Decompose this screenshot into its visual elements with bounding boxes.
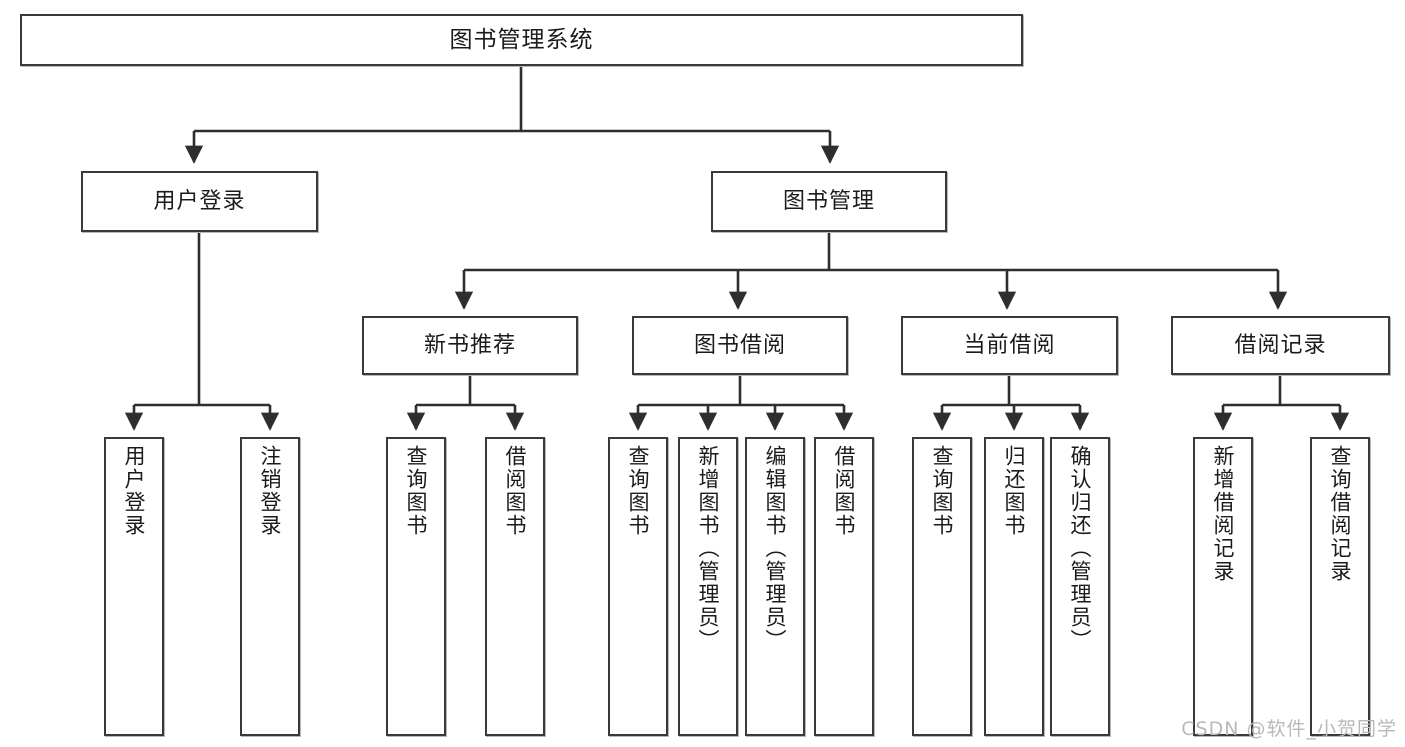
node-leaf-return-book[interactable]: 归还图书 <box>984 437 1044 736</box>
node-book-manage-label: 图书管理 <box>782 188 875 214</box>
node-book-manage[interactable]: 图书管理 <box>711 171 947 232</box>
node-leaf-query-book-1-label: 查询图书 <box>404 445 429 537</box>
node-leaf-edit-book-label: 编辑图书（管理员） <box>763 445 788 652</box>
node-leaf-borrow-book-2[interactable]: 借阅图书 <box>814 437 874 736</box>
node-leaf-query-record-label: 查询借阅记录 <box>1328 445 1353 583</box>
node-leaf-query-record[interactable]: 查询借阅记录 <box>1310 437 1370 736</box>
node-leaf-borrow-book-1[interactable]: 借阅图书 <box>485 437 545 736</box>
node-new-book-rec[interactable]: 新书推荐 <box>362 316 578 375</box>
node-leaf-add-book[interactable]: 新增图书（管理员） <box>678 437 738 736</box>
node-leaf-query-book-2-label: 查询图书 <box>626 445 651 537</box>
node-leaf-query-book-2[interactable]: 查询图书 <box>608 437 668 736</box>
node-leaf-query-book-1[interactable]: 查询图书 <box>386 437 446 736</box>
node-leaf-borrow-book-1-label: 借阅图书 <box>503 445 528 537</box>
node-leaf-user-login[interactable]: 用户登录 <box>104 437 164 736</box>
node-leaf-add-record[interactable]: 新增借阅记录 <box>1193 437 1253 736</box>
node-leaf-return-book-label: 归还图书 <box>1002 445 1027 537</box>
node-book-borrow[interactable]: 图书借阅 <box>632 316 848 375</box>
node-leaf-add-book-label: 新增图书（管理员） <box>696 445 721 652</box>
node-leaf-confirm-return-label: 确认归还（管理员） <box>1068 445 1093 652</box>
node-borrow-record[interactable]: 借阅记录 <box>1171 316 1390 375</box>
node-book-borrow-label: 图书借阅 <box>693 332 786 358</box>
node-borrow-record-label: 借阅记录 <box>1234 332 1327 358</box>
node-leaf-borrow-book-2-label: 借阅图书 <box>832 445 857 537</box>
node-leaf-user-login-label: 用户登录 <box>122 445 147 537</box>
node-current-borrow-label: 当前借阅 <box>963 332 1056 358</box>
node-leaf-confirm-return[interactable]: 确认归还（管理员） <box>1050 437 1110 736</box>
node-leaf-query-book-3[interactable]: 查询图书 <box>912 437 972 736</box>
node-leaf-edit-book[interactable]: 编辑图书（管理员） <box>745 437 805 736</box>
node-leaf-user-logout-label: 注销登录 <box>258 445 283 537</box>
node-user-login-label: 用户登录 <box>153 188 246 214</box>
node-leaf-user-logout[interactable]: 注销登录 <box>240 437 300 736</box>
node-user-login[interactable]: 用户登录 <box>81 171 318 232</box>
node-root-label: 图书管理系统 <box>449 26 594 53</box>
node-new-book-rec-label: 新书推荐 <box>423 332 516 358</box>
node-current-borrow[interactable]: 当前借阅 <box>901 316 1118 375</box>
node-leaf-query-book-3-label: 查询图书 <box>930 445 955 537</box>
node-root[interactable]: 图书管理系统 <box>20 14 1023 66</box>
node-leaf-add-record-label: 新增借阅记录 <box>1211 445 1236 583</box>
